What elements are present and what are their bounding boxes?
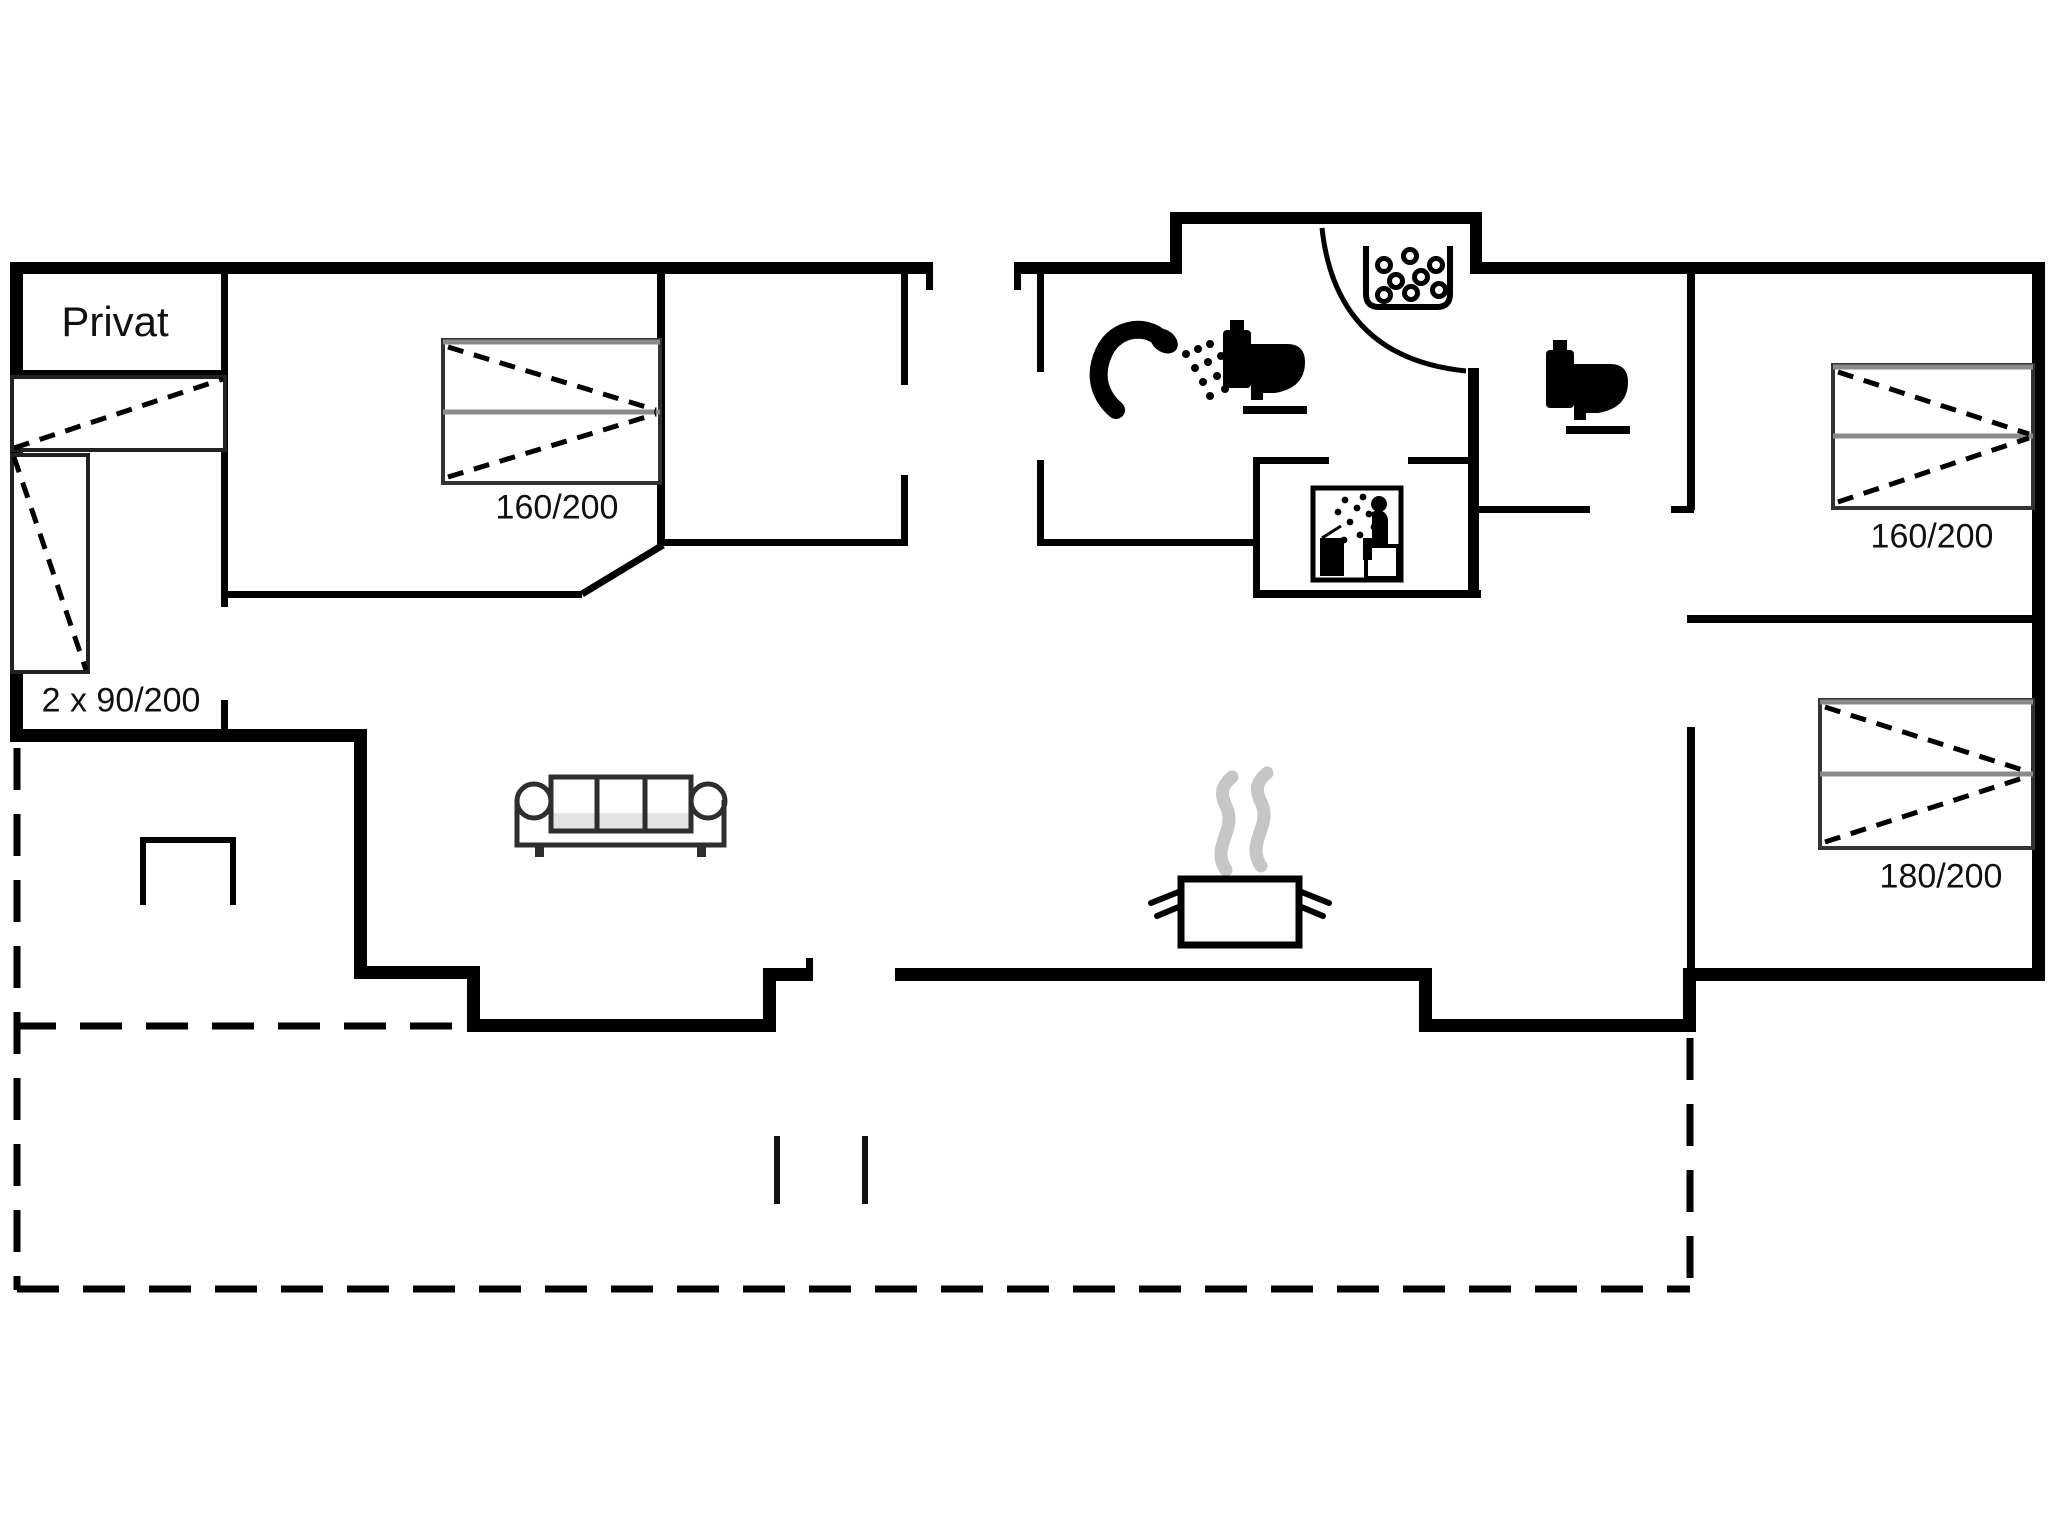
door-swing-arc — [1319, 227, 1467, 374]
toilet-icon — [1223, 320, 1307, 414]
double-bed-left — [441, 338, 662, 485]
double-bed-right-top — [1831, 363, 2035, 510]
label-private-room: Privat — [61, 298, 169, 345]
double-bed-right-bottom — [1818, 698, 2035, 850]
diagonal-corner-wall — [580, 542, 665, 597]
label-bed-right-bottom: 180/200 — [1879, 857, 2003, 896]
label-bed-left-double: 160/200 — [495, 488, 619, 527]
label-bed-right-top: 160/200 — [1870, 517, 1994, 556]
sauna-icon — [1310, 485, 1404, 583]
terrace-boundary-dashed — [13, 748, 1694, 1293]
terrace-structure — [140, 837, 236, 905]
whirlpool-icon — [1363, 246, 1453, 310]
shower-icon — [1089, 320, 1244, 419]
single-beds-left — [10, 375, 227, 674]
sofa-icon — [514, 774, 728, 857]
cooking-pot-icon — [1148, 766, 1332, 949]
toilet-icon — [1546, 340, 1630, 434]
walls — [10, 212, 2045, 1032]
entrance-step-marks — [774, 1136, 868, 1204]
steam-icon — [1214, 766, 1274, 877]
label-beds-left-singles: 2 x 90/200 — [41, 681, 201, 720]
